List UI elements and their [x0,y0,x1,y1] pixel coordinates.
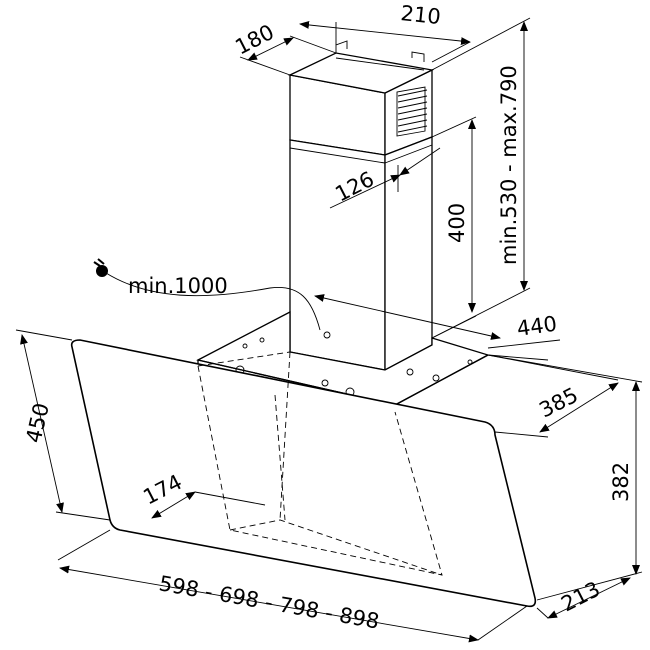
dim-top-width: 210 [299,1,471,63]
dim-bottom-depth: 213 [536,577,631,619]
dim-body-depth-label: 385 [535,383,582,423]
power-cable: min.1000 [93,258,321,331]
dim-glass-vertical: 382 [487,354,643,601]
dim-body-depth: 385 [487,354,619,438]
dim-adjustable-height-label: min.530 - max.790 [497,65,521,265]
dim-glass-vertical-label: 382 [609,462,633,502]
dim-body-width: 440 [314,294,561,349]
hidden-housing [197,351,443,576]
glass-panel [70,339,537,608]
dim-top-depth-label: 180 [231,20,278,60]
dim-lower-duct: 400 [431,116,477,339]
dim-bottom-depth-label: 213 [557,577,604,617]
dim-top-width-label: 210 [399,1,441,29]
dim-widths-label: 598 - 698 - 798 - 898 [157,571,381,633]
upper-duct [287,40,435,156]
dim-adjustable-height: min.530 - max.790 [431,17,531,339]
dim-glass-height-label: 450 [21,401,53,445]
plug-icon [93,258,108,277]
dim-lower-duct-label: 400 [445,203,469,243]
vent-grille [396,86,428,137]
dim-body-width-label: 440 [515,312,558,341]
dim-cable-label: min.1000 [128,274,228,298]
